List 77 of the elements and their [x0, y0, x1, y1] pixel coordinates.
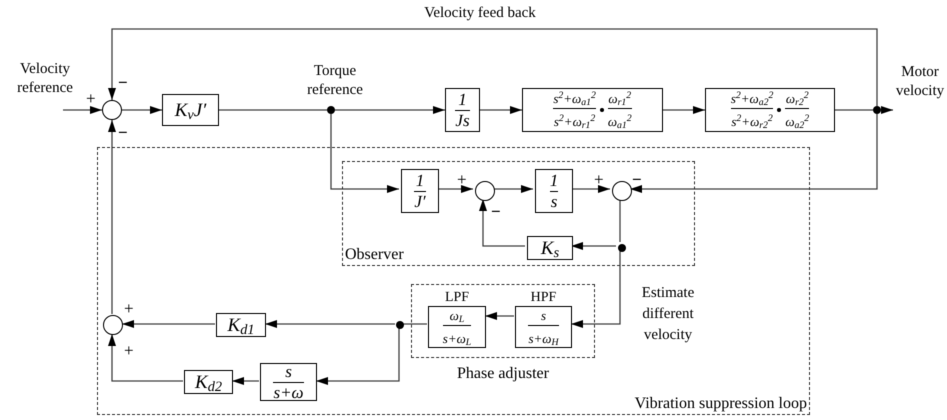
- denominator: s+ω: [273, 384, 304, 402]
- signal-arrow: [122, 320, 215, 328]
- branch-point: [327, 106, 335, 114]
- block-formula: K$_{s}$: [540, 238, 560, 258]
- branch-point: [873, 106, 881, 114]
- numerator: 1: [416, 172, 424, 190]
- signal-arrow: [316, 328, 400, 385]
- annotation-text: −: [118, 122, 129, 144]
- numerator: s: [540, 307, 546, 324]
- edge-label: Velocity feed back: [424, 4, 536, 23]
- gain-block: [184, 370, 233, 394]
- branch-point: [396, 321, 404, 329]
- denominator: s: [550, 192, 558, 210]
- gain-block: [162, 94, 219, 126]
- summing-junction: [103, 315, 123, 335]
- gain-block: [216, 313, 266, 337]
- signal-arrow: [108, 120, 116, 314]
- signal-arrow: [265, 320, 395, 328]
- group-caption: Vibration suppression loop: [634, 394, 807, 414]
- filter-heading: LPF: [444, 290, 470, 306]
- annotation-text: +: [124, 340, 135, 362]
- signal-arrow: [571, 242, 616, 250]
- signal-arrow: [63, 106, 102, 114]
- transfer-function-block: [522, 88, 663, 132]
- annotation-text: −: [632, 169, 643, 191]
- denominator: Js: [455, 112, 470, 130]
- annotation-text: −: [491, 201, 502, 223]
- transfer-function-block: [260, 363, 317, 401]
- signal-arrow: [479, 199, 525, 247]
- annotation-text: +: [457, 169, 468, 191]
- summing-junction: [102, 100, 122, 120]
- signal-arrow: [330, 114, 399, 193]
- numerator: 1: [458, 90, 467, 108]
- denominator: s+ω$_{L}$: [442, 330, 472, 347]
- signal-arrow: [232, 377, 259, 385]
- denominator: s+ω$_{H}$: [528, 330, 559, 347]
- signal-arrow: [630, 114, 878, 193]
- numerator: s: [285, 362, 292, 380]
- branch-point: [618, 244, 626, 252]
- signal-arrow: [881, 106, 893, 114]
- transfer-function-block: [445, 88, 480, 132]
- signal-arrow: [663, 106, 705, 114]
- numerator: ω$_{L}$: [450, 307, 464, 324]
- signal-arrow: [571, 185, 610, 193]
- gain-block: [527, 236, 573, 260]
- group-caption: Observer: [345, 245, 404, 265]
- summing-junction: [475, 181, 495, 201]
- signal-arrow: [122, 106, 162, 114]
- annotation-text: Velocity reference: [16, 60, 74, 98]
- filter-heading: HPF: [530, 290, 558, 306]
- signal-arrow: [480, 106, 522, 114]
- signal-arrow: [437, 185, 473, 193]
- numerator: 1: [550, 172, 558, 190]
- block-formula: K$_{d2}$: [195, 372, 222, 392]
- annotation-text: −: [118, 72, 129, 94]
- annotation-text: +: [86, 88, 97, 110]
- annotation-text: Torque reference: [306, 62, 364, 100]
- transfer-function-block: [401, 169, 439, 213]
- annotation-text: +: [124, 298, 135, 320]
- signal-arrow: [335, 106, 445, 114]
- block-formula: K$_{v}$J′: [174, 100, 206, 120]
- denominator: J′: [414, 192, 426, 210]
- summing-junction: [612, 181, 632, 201]
- transfer-function-block: [535, 169, 573, 213]
- signal-arrow: [571, 250, 621, 328]
- signal-arrow: [108, 28, 878, 106]
- dashed-group-box: [342, 161, 695, 266]
- annotation-text: +: [594, 169, 605, 191]
- signal-arrow: [493, 185, 533, 193]
- annotation-text: Estimate different velocity: [640, 284, 696, 345]
- transfer-function-block: [705, 88, 835, 132]
- group-caption: Phase adjuster: [456, 364, 550, 384]
- block-formula: K$_{d1}$: [228, 316, 254, 334]
- signal-arrow: [485, 312, 514, 320]
- signal-arrow: [108, 334, 183, 382]
- dashed-group-box: [97, 147, 810, 415]
- signal-label: Motor velocity: [893, 63, 947, 117]
